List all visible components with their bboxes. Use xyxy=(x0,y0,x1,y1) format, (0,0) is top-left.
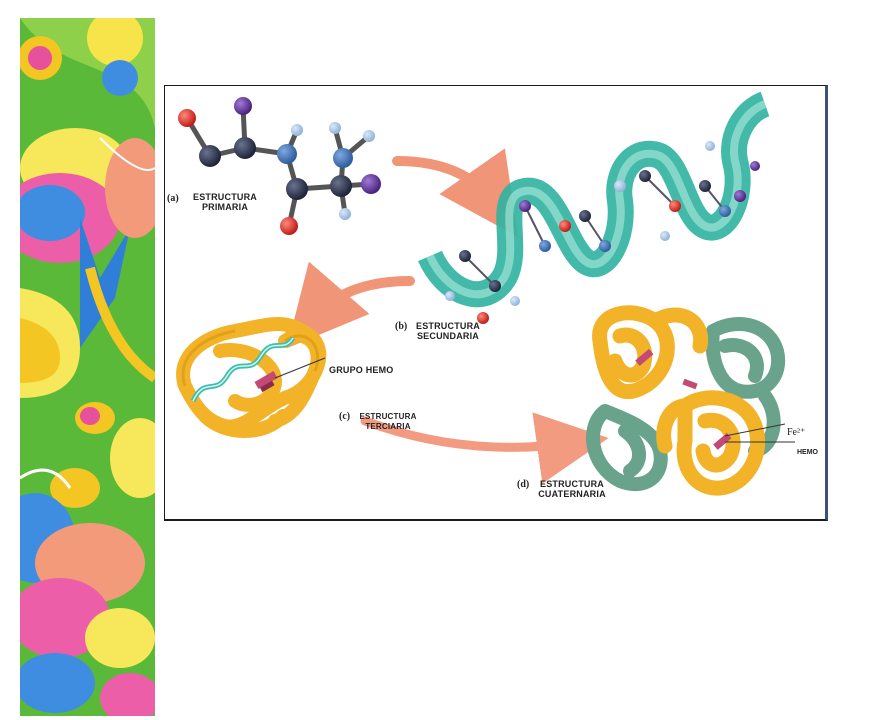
arrow-secondary-to-tertiary xyxy=(286,261,415,349)
tertiary-structure xyxy=(176,317,327,438)
label-tertiary-structure-text: ESTRUCTURA TERCIARIA xyxy=(359,412,417,431)
label-primary-structure: (a) xyxy=(167,193,179,204)
label-quaternary-structure-tag: (d) xyxy=(517,479,530,490)
arrow-primary-to-secondary xyxy=(392,148,518,237)
label-hemo: HEMO xyxy=(797,449,818,456)
label-grupo-hemo: GRUPO HEMO xyxy=(329,365,394,375)
heme-group xyxy=(254,371,278,393)
label-secondary-structure-tag: (b) xyxy=(395,321,408,332)
label-quaternary-structure-text: ESTRUCTURA CUATERNARIA xyxy=(538,479,606,499)
floral-banner xyxy=(20,18,155,716)
primary-structure-molecule xyxy=(178,97,381,235)
label-primary-structure-text: ESTRUCTURA PRIMARIA xyxy=(193,192,257,212)
label-tertiary-structure-tag: (c) xyxy=(339,411,351,422)
secondary-structure-helix xyxy=(418,91,771,324)
protein-structure-figure: (a) ESTRUCTURA PRIMARIA (b) ESTRUCTURA S… xyxy=(164,85,828,521)
label-fe: Fe²⁺ xyxy=(787,427,806,438)
arrow-tertiary-to-quaternary xyxy=(360,412,609,484)
quaternary-structure xyxy=(586,305,795,496)
label-secondary-structure-text: ESTRUCTURA SECUNDARIA xyxy=(416,321,480,341)
